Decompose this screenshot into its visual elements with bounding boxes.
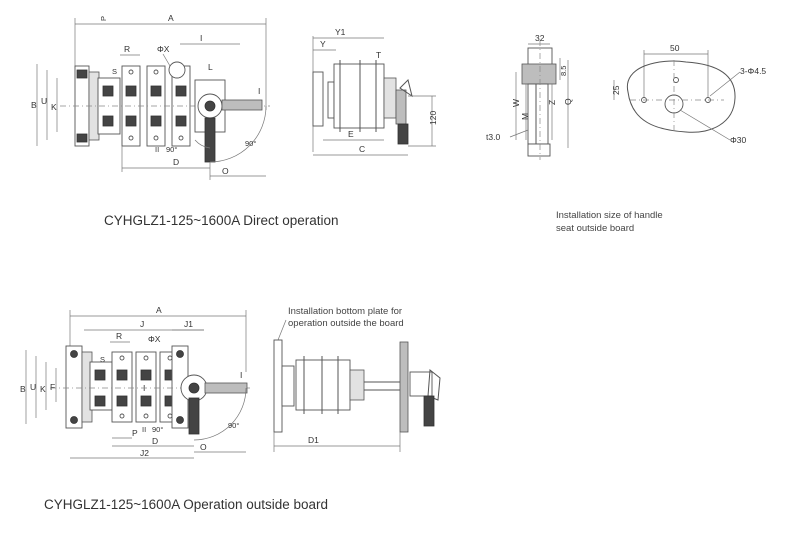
dim-m-label: M — [520, 113, 530, 120]
dim-o-label: O — [222, 166, 229, 176]
dim-u2-label: U — [30, 382, 36, 392]
dim-e-label: E — [348, 129, 354, 139]
label-i-top: I — [240, 370, 242, 380]
dim-holes-label: 3-Φ4.5 — [740, 66, 766, 76]
handle-arm-down — [204, 117, 216, 163]
outside-body — [295, 359, 351, 411]
handle-arm-down-2 — [188, 397, 200, 435]
direct-front-view: A P R ΦX I L B U K — [31, 13, 270, 180]
door-panel — [399, 341, 409, 433]
dim-d-label: D — [173, 157, 179, 167]
angle-label-3: 90° — [228, 421, 239, 430]
dim-s2-label: S — [100, 355, 105, 364]
dim-y1-label: Y1 — [335, 27, 346, 37]
bottom-plate-note-line1: Installation bottom plate for — [288, 306, 402, 317]
dim-d2-label: D — [152, 436, 158, 446]
dim-120-label: 120 — [428, 111, 438, 125]
dim-d1-label: D1 — [308, 435, 319, 445]
handle-seat-note-line2: seat outside board — [556, 223, 634, 234]
dim-32-label: 32 — [535, 33, 545, 43]
angle-label-1: 90° — [245, 139, 256, 148]
handle-bracket-view: 32 8.5 W M Z Q t3.0 — [486, 33, 573, 160]
dim-r2-label: R — [116, 331, 122, 341]
handle-seat-view: 50 25 3-Φ4.5 Φ30 — [611, 43, 766, 145]
bracket-body — [527, 83, 549, 145]
angle-label-2: 90° — [166, 145, 177, 154]
dim-a-label: A — [168, 13, 174, 23]
dim-z-label: Z — [547, 100, 557, 105]
dim-p-label: P — [99, 16, 108, 21]
bottom-plate — [273, 339, 283, 433]
dim-o2-label: O — [200, 442, 207, 452]
dim-j-label: J — [140, 319, 144, 329]
label-ii: II — [155, 145, 159, 154]
dim-j2-label: J2 — [140, 448, 149, 458]
dim-r-label: R — [124, 44, 130, 54]
dim-b2-label: B — [20, 384, 26, 394]
dim-w-label: W — [511, 99, 521, 107]
dim-j1-label: J1 — [184, 319, 193, 329]
handle-seat-note-line1: Installation size of handle — [556, 210, 663, 221]
seat-outline — [626, 60, 736, 133]
direct-side-view: Y1 Y T E C 120 — [312, 27, 438, 156]
dim-y-label: Y — [320, 39, 326, 49]
outside-side-view: Installation bottom plate for operation … — [273, 306, 441, 452]
pole-blocks-2 — [89, 351, 181, 423]
dim-l-label: L — [208, 62, 213, 72]
dim-u-label: U — [41, 96, 47, 106]
dim-50-label: 50 — [670, 43, 680, 53]
label-ii-2: II — [142, 425, 146, 434]
outside-front-view: A J R ΦX J1 S B U K F — [20, 305, 250, 459]
dim-q-label: Q — [563, 98, 573, 105]
external-handle — [409, 371, 433, 397]
side-handle — [395, 89, 407, 125]
dim-b-label: B — [31, 100, 37, 110]
mounting-plate-left-2 — [65, 345, 83, 429]
dim-f-label: F — [50, 382, 55, 392]
caption-direct-operation: CYHGLZ1-125~1600A Direct operation — [104, 213, 339, 228]
dim-k2-label: K — [40, 384, 46, 394]
dim-85-label: 8.5 — [559, 66, 568, 76]
dim-phix-label: ΦX — [157, 44, 170, 54]
dim-c-label: C — [359, 144, 365, 154]
dim-s-label: S — [112, 67, 117, 76]
dim-phix2-label: ΦX — [148, 334, 161, 344]
bottom-plate-note-line2: operation outside the board — [288, 318, 404, 329]
dim-p2-label: P — [132, 428, 138, 438]
mount-hole-2 — [673, 77, 679, 83]
dim-phi30-label: Φ30 — [730, 135, 747, 145]
handle-arm-right — [221, 99, 263, 111]
dim-i2-label: I — [258, 86, 260, 96]
dim-k-label: K — [51, 102, 57, 112]
handle-arm-right-2 — [204, 382, 248, 394]
shaft-circle — [168, 61, 186, 79]
dim-a2-label: A — [156, 305, 162, 315]
angle-label-4: 90° — [152, 425, 163, 434]
dim-i-label: I — [200, 33, 202, 43]
caption-operation-outside-board: CYHGLZ1-125~1600A Operation outside boar… — [44, 497, 328, 512]
side-base — [312, 71, 324, 127]
dim-25-label: 25 — [611, 85, 621, 95]
dim-t-label: T — [376, 50, 381, 60]
dim-t3-label: t3.0 — [486, 132, 500, 142]
